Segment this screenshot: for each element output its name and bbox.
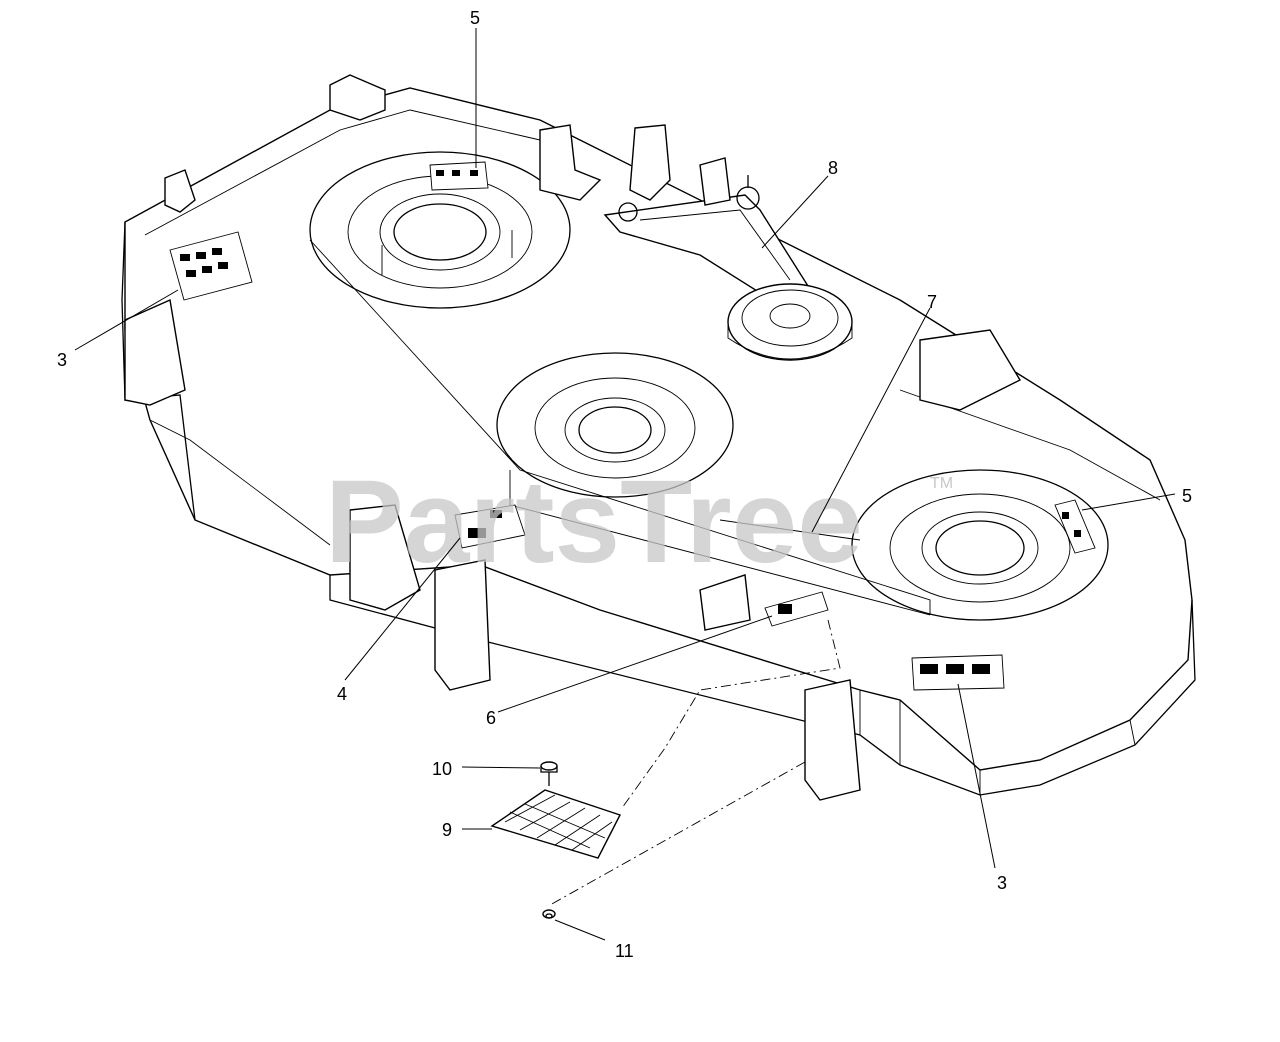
callout-11: 11 <box>615 941 634 961</box>
grate-plate-part <box>490 789 621 859</box>
watermark: PartsTree TM <box>325 456 953 588</box>
decal-front-right <box>911 654 1005 691</box>
rear-brackets <box>164 74 731 213</box>
decal-left-warning <box>169 231 253 301</box>
mower-deck-housing <box>121 87 1196 796</box>
callout-3-right: 3 <box>997 873 1007 893</box>
right-spindle <box>851 469 1109 621</box>
leader-11 <box>554 919 606 941</box>
leader-lines <box>74 28 1176 941</box>
callout-9: 9 <box>442 820 452 840</box>
callout-8: 8 <box>828 158 838 178</box>
leader-10 <box>461 766 541 769</box>
nut-part <box>542 909 556 919</box>
decal-front-center <box>764 591 829 627</box>
callouts: 5 8 7 3 5 4 6 3 10 9 11 <box>57 8 1192 961</box>
front-brackets <box>124 298 1021 801</box>
center-spindle <box>496 352 734 498</box>
callout-5-top: 5 <box>470 8 480 28</box>
assembly-line-b <box>549 761 806 906</box>
bolt-part <box>540 761 558 786</box>
callout-6: 6 <box>486 708 496 728</box>
leader-4 <box>344 537 461 681</box>
watermark-trademark: TM <box>930 475 953 492</box>
idler-arm-assembly <box>603 175 853 361</box>
watermark-text: PartsTree <box>325 456 863 588</box>
callout-3-left: 3 <box>57 350 67 370</box>
assembly-line-a <box>621 619 841 809</box>
decal-top-left-spindle <box>429 161 489 191</box>
callout-10: 10 <box>432 759 452 779</box>
callout-7: 7 <box>927 292 937 312</box>
decal-right-spindle <box>1054 499 1096 554</box>
callout-4: 4 <box>337 684 347 704</box>
decal-center <box>454 504 526 549</box>
callout-5-right: 5 <box>1182 486 1192 506</box>
leader-3b <box>957 683 996 869</box>
leader-8 <box>761 175 829 249</box>
leader-6 <box>497 615 773 713</box>
leader-7 <box>811 307 931 533</box>
leader-5b <box>1081 493 1176 511</box>
leader-3a <box>74 289 179 351</box>
